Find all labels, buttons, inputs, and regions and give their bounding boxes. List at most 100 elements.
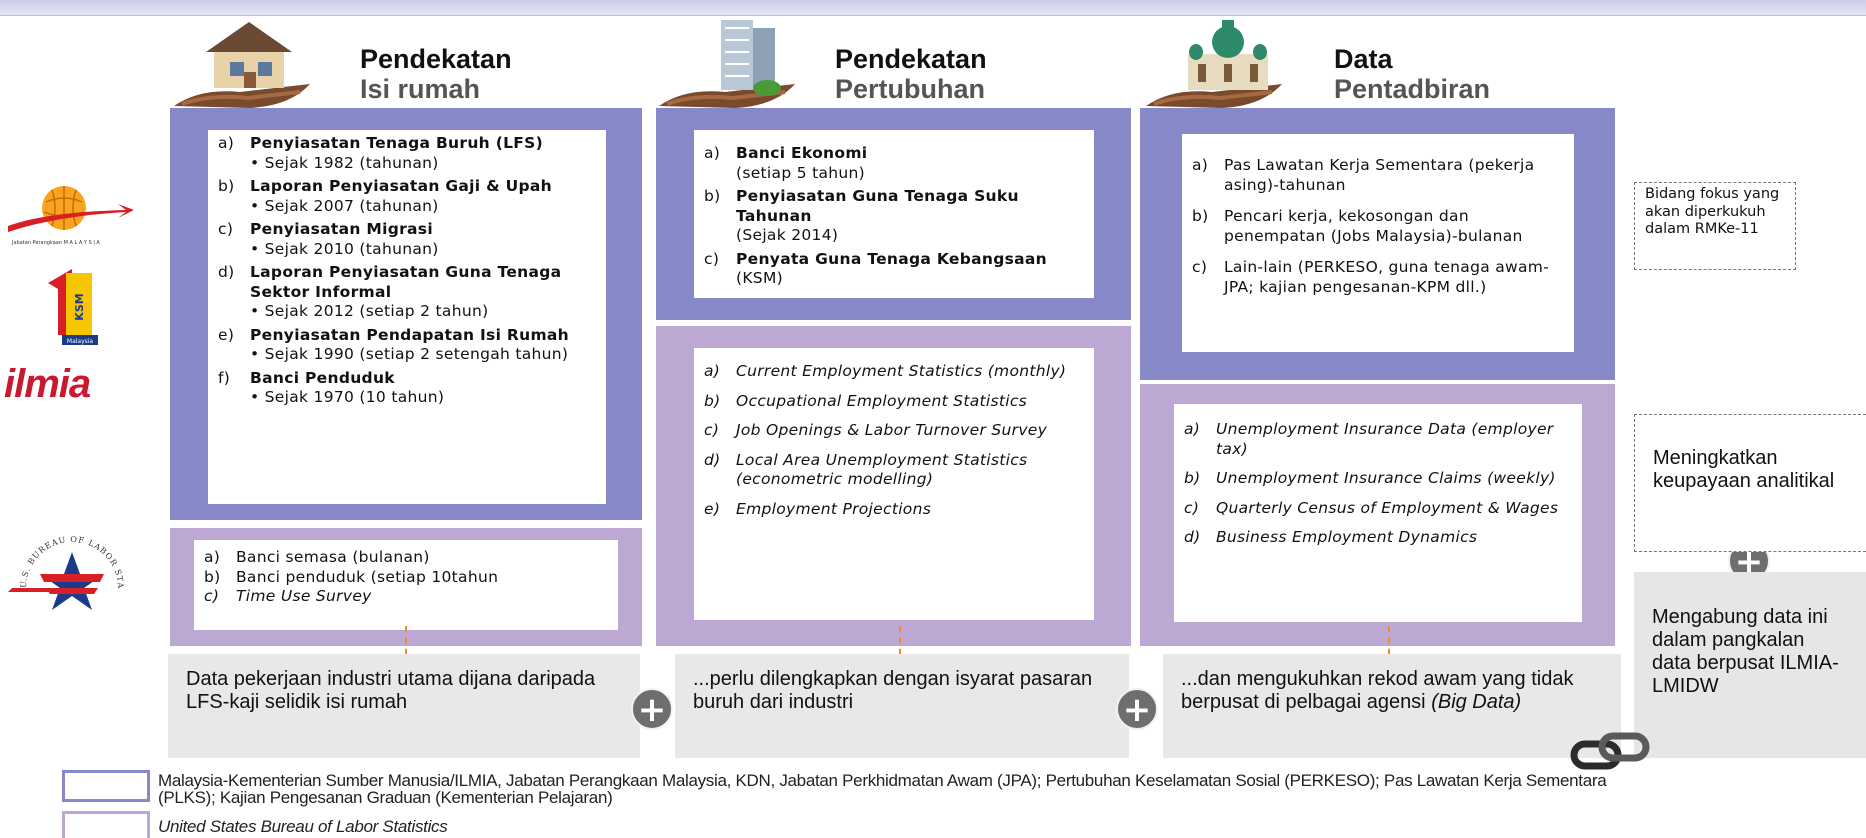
bottom-box-establishment: ...perlu dilengkapkan dengan isyarat pas… (675, 654, 1129, 758)
column-subtitle: Pertubuhan (835, 74, 986, 104)
item-marker: d) (218, 263, 235, 281)
malaysia-household-list: a) Penyiasatan Tenaga Buruh (LFS) Sejak 19… (218, 134, 596, 408)
house-in-hand-icon (174, 22, 310, 108)
malaysia-establishment-list: a)Banci Ekonomi (setiap 5 tahun) b) Penyia… (704, 144, 1084, 289)
item-text: Quarterly Census of Employment & Wages (1216, 498, 1559, 517)
item-text: Time Use Survey (236, 587, 372, 605)
legend-us-swatch (62, 811, 150, 838)
item-text: Business Employment Dynamics (1216, 528, 1478, 546)
malaysia-administrative-list-box: a) Pas Lawatan Kerja Sementara (pekerja a… (1182, 134, 1574, 352)
ksm-1malaysia-logo: KSM Malaysia (48, 269, 98, 345)
list-item: d) Local Area Unemployment Statistics (ec… (704, 451, 1084, 490)
item-marker: c) (204, 587, 220, 605)
bottom-household-text: Data pekerjaan industri utama dijana dar… (186, 668, 596, 713)
bls-seal-logo: U.S. BUREAU OF LABOR STATISTICS (6, 530, 124, 610)
item-detail: Sejak 1982 (tahunan) (250, 154, 596, 174)
ilmia-logo-text: ilmia (4, 362, 91, 406)
plus-icon: + (631, 688, 673, 730)
us-household-list: a)Banci semasa (bulanan)b) Banci penduduk… (204, 548, 608, 607)
list-item: a) Current Employment Statistics (monthly… (704, 362, 1084, 382)
item-text: Current Employment Statistics (monthly) (736, 362, 1067, 380)
big-data-label: (Big Data) (1431, 691, 1522, 713)
list-item: a)Banci Ekonomi (setiap 5 tahun) (704, 144, 1084, 183)
item-title: Penyiasatan Pendapatan Isi Rumah (250, 325, 570, 344)
item-text: Pencari kerja, kekosongan dan penempatan… (1224, 207, 1523, 245)
item-marker: f) (218, 368, 231, 387)
bottom-establishment-text: ...perlu dilengkapkan dengan isyarat pas… (693, 668, 1093, 713)
list-item: b) Banci penduduk (setiap 10tahun (204, 568, 608, 588)
list-item: b)Occupational Employment Statistics (704, 392, 1084, 412)
arrow-down-1 (405, 626, 407, 666)
top-banner-strip (0, 0, 1866, 16)
ilmia-logo: ilmia (4, 362, 144, 414)
item-marker: e) (704, 499, 721, 518)
item-note: (Sejak 2014) (736, 226, 839, 244)
list-item: e) Penyiasatan Pendapatan Isi RumahSejak … (218, 326, 596, 365)
us-administrative-panel: a)Unemployment Insurance Data (employer … (1140, 384, 1615, 646)
malaysia-administrative-panel: a) Pas Lawatan Kerja Sementara (pekerja a… (1140, 108, 1615, 380)
item-title: Banci Ekonomi (736, 144, 868, 162)
item-detail: Sejak 2007 (tahunan) (250, 197, 596, 217)
us-household-list-box: a)Banci semasa (bulanan)b) Banci penduduk… (194, 540, 618, 630)
item-marker: b) (1192, 207, 1209, 225)
item-text: Banci penduduk (setiap 10tahun (236, 567, 499, 586)
item-marker: b) (704, 391, 721, 410)
item-marker: a) (1184, 420, 1201, 438)
item-marker: c) (1192, 258, 1208, 276)
column-subtitle: Isi rumah (360, 74, 481, 104)
item-detail: Sejak 1990 (setiap 2 setengah tahun) (250, 345, 596, 365)
item-title: Penyiasatan Guna Tenaga Suku Tahunan (736, 187, 1019, 225)
focus-area-note: Bidang fokus yang akan diperkukuh dalam … (1634, 182, 1796, 270)
item-marker: b) (204, 567, 221, 586)
list-item: c)Quarterly Census of Employment & Wages (1184, 499, 1572, 519)
us-administrative-list-box: a)Unemployment Insurance Data (employer … (1174, 404, 1582, 622)
item-title: Penyata Guna Tenaga Kebangsaan (736, 249, 1047, 268)
item-text: Local Area Unemployment Statistics (econ… (736, 450, 1028, 489)
item-title: Laporan Penyiasatan Gaji & Upah (250, 177, 552, 195)
arrow-down-3 (1388, 626, 1390, 666)
list-item: e)Employment Projections (704, 500, 1084, 520)
item-detail: Sejak 1970 (10 tahun) (250, 388, 596, 408)
malaysia-household-list-box: a) Penyiasatan Tenaga Buruh (LFS) Sejak 19… (208, 130, 606, 504)
column-title: Data (1334, 44, 1393, 74)
item-marker: a) (704, 362, 721, 380)
item-detail: Sejak 2010 (tahunan) (250, 240, 596, 260)
bottom-box-household: Data pekerjaan industri utama dijana dar… (168, 654, 640, 758)
item-title: Banci Penduduk (250, 368, 395, 387)
list-item: b) Pencari kerja, kekosongan dan penempat… (1192, 207, 1564, 246)
item-marker: a) (204, 548, 221, 566)
list-item: a) Pas Lawatan Kerja Sementara (pekerja a… (1192, 156, 1564, 195)
government-building-in-hand-icon (1146, 20, 1282, 108)
legend-malaysia-text: Malaysia-Kementerian Sumber Manusia/ILMI… (158, 771, 1607, 807)
item-marker: d) (704, 450, 721, 469)
plus-icon: + (1116, 688, 1158, 730)
item-text: Pas Lawatan Kerja Sementara (pekerja asi… (1224, 156, 1535, 194)
list-item: c)Penyata Guna Tenaga Kebangsaan (KSM) (704, 250, 1084, 289)
malaysia-administrative-list: a) Pas Lawatan Kerja Sementara (pekerja a… (1192, 156, 1564, 297)
item-title: Laporan Penyiasatan Guna Tenaga Sektor I… (250, 263, 562, 301)
item-text: Job Openings & Labor Turnover Survey (736, 421, 1048, 439)
malaysia-household-panel: a) Penyiasatan Tenaga Buruh (LFS) Sejak 19… (170, 108, 642, 520)
column-title: Pendekatan (360, 44, 512, 74)
item-marker: a) (1192, 156, 1209, 174)
item-text: Lain-lain (PERKESO, guna tenaga awam-JPA… (1224, 258, 1550, 296)
list-item: c)Penyiasatan MigrasiSejak 2010 (tahunan… (218, 220, 596, 259)
us-establishment-list-box: a) Current Employment Statistics (monthly… (694, 348, 1094, 620)
item-marker: a) (218, 134, 235, 152)
dosm-caption: Jabatan Perangkaan M A L A Y S I A (11, 240, 100, 246)
list-item: a)Unemployment Insurance Data (employer … (1184, 420, 1572, 459)
item-title: Penyiasatan Tenaga Buruh (LFS) (250, 134, 543, 152)
item-note: (KSM) (736, 269, 783, 287)
list-item: a)Banci semasa (bulanan) (204, 548, 608, 568)
malaysia-establishment-panel: a)Banci Ekonomi (setiap 5 tahun) b) Penyia… (656, 108, 1131, 320)
dosm-globe-logo: Jabatan Perangkaan M A L A Y S I A (8, 186, 134, 246)
item-note: (setiap 5 tahun) (736, 163, 865, 182)
us-administrative-list: a)Unemployment Insurance Data (employer … (1184, 420, 1572, 548)
combine-database-text: Mengabung data ini dalam pangkalan data … (1652, 606, 1839, 697)
item-title: Penyiasatan Migrasi (250, 220, 433, 238)
list-item: d)Business Employment Dynamics (1184, 528, 1572, 548)
list-item: d) Laporan Penyiasatan Guna Tenaga Sektor… (218, 263, 596, 322)
item-marker: b) (704, 187, 721, 205)
item-marker: e) (218, 325, 235, 344)
arrow-down-2 (899, 626, 901, 666)
